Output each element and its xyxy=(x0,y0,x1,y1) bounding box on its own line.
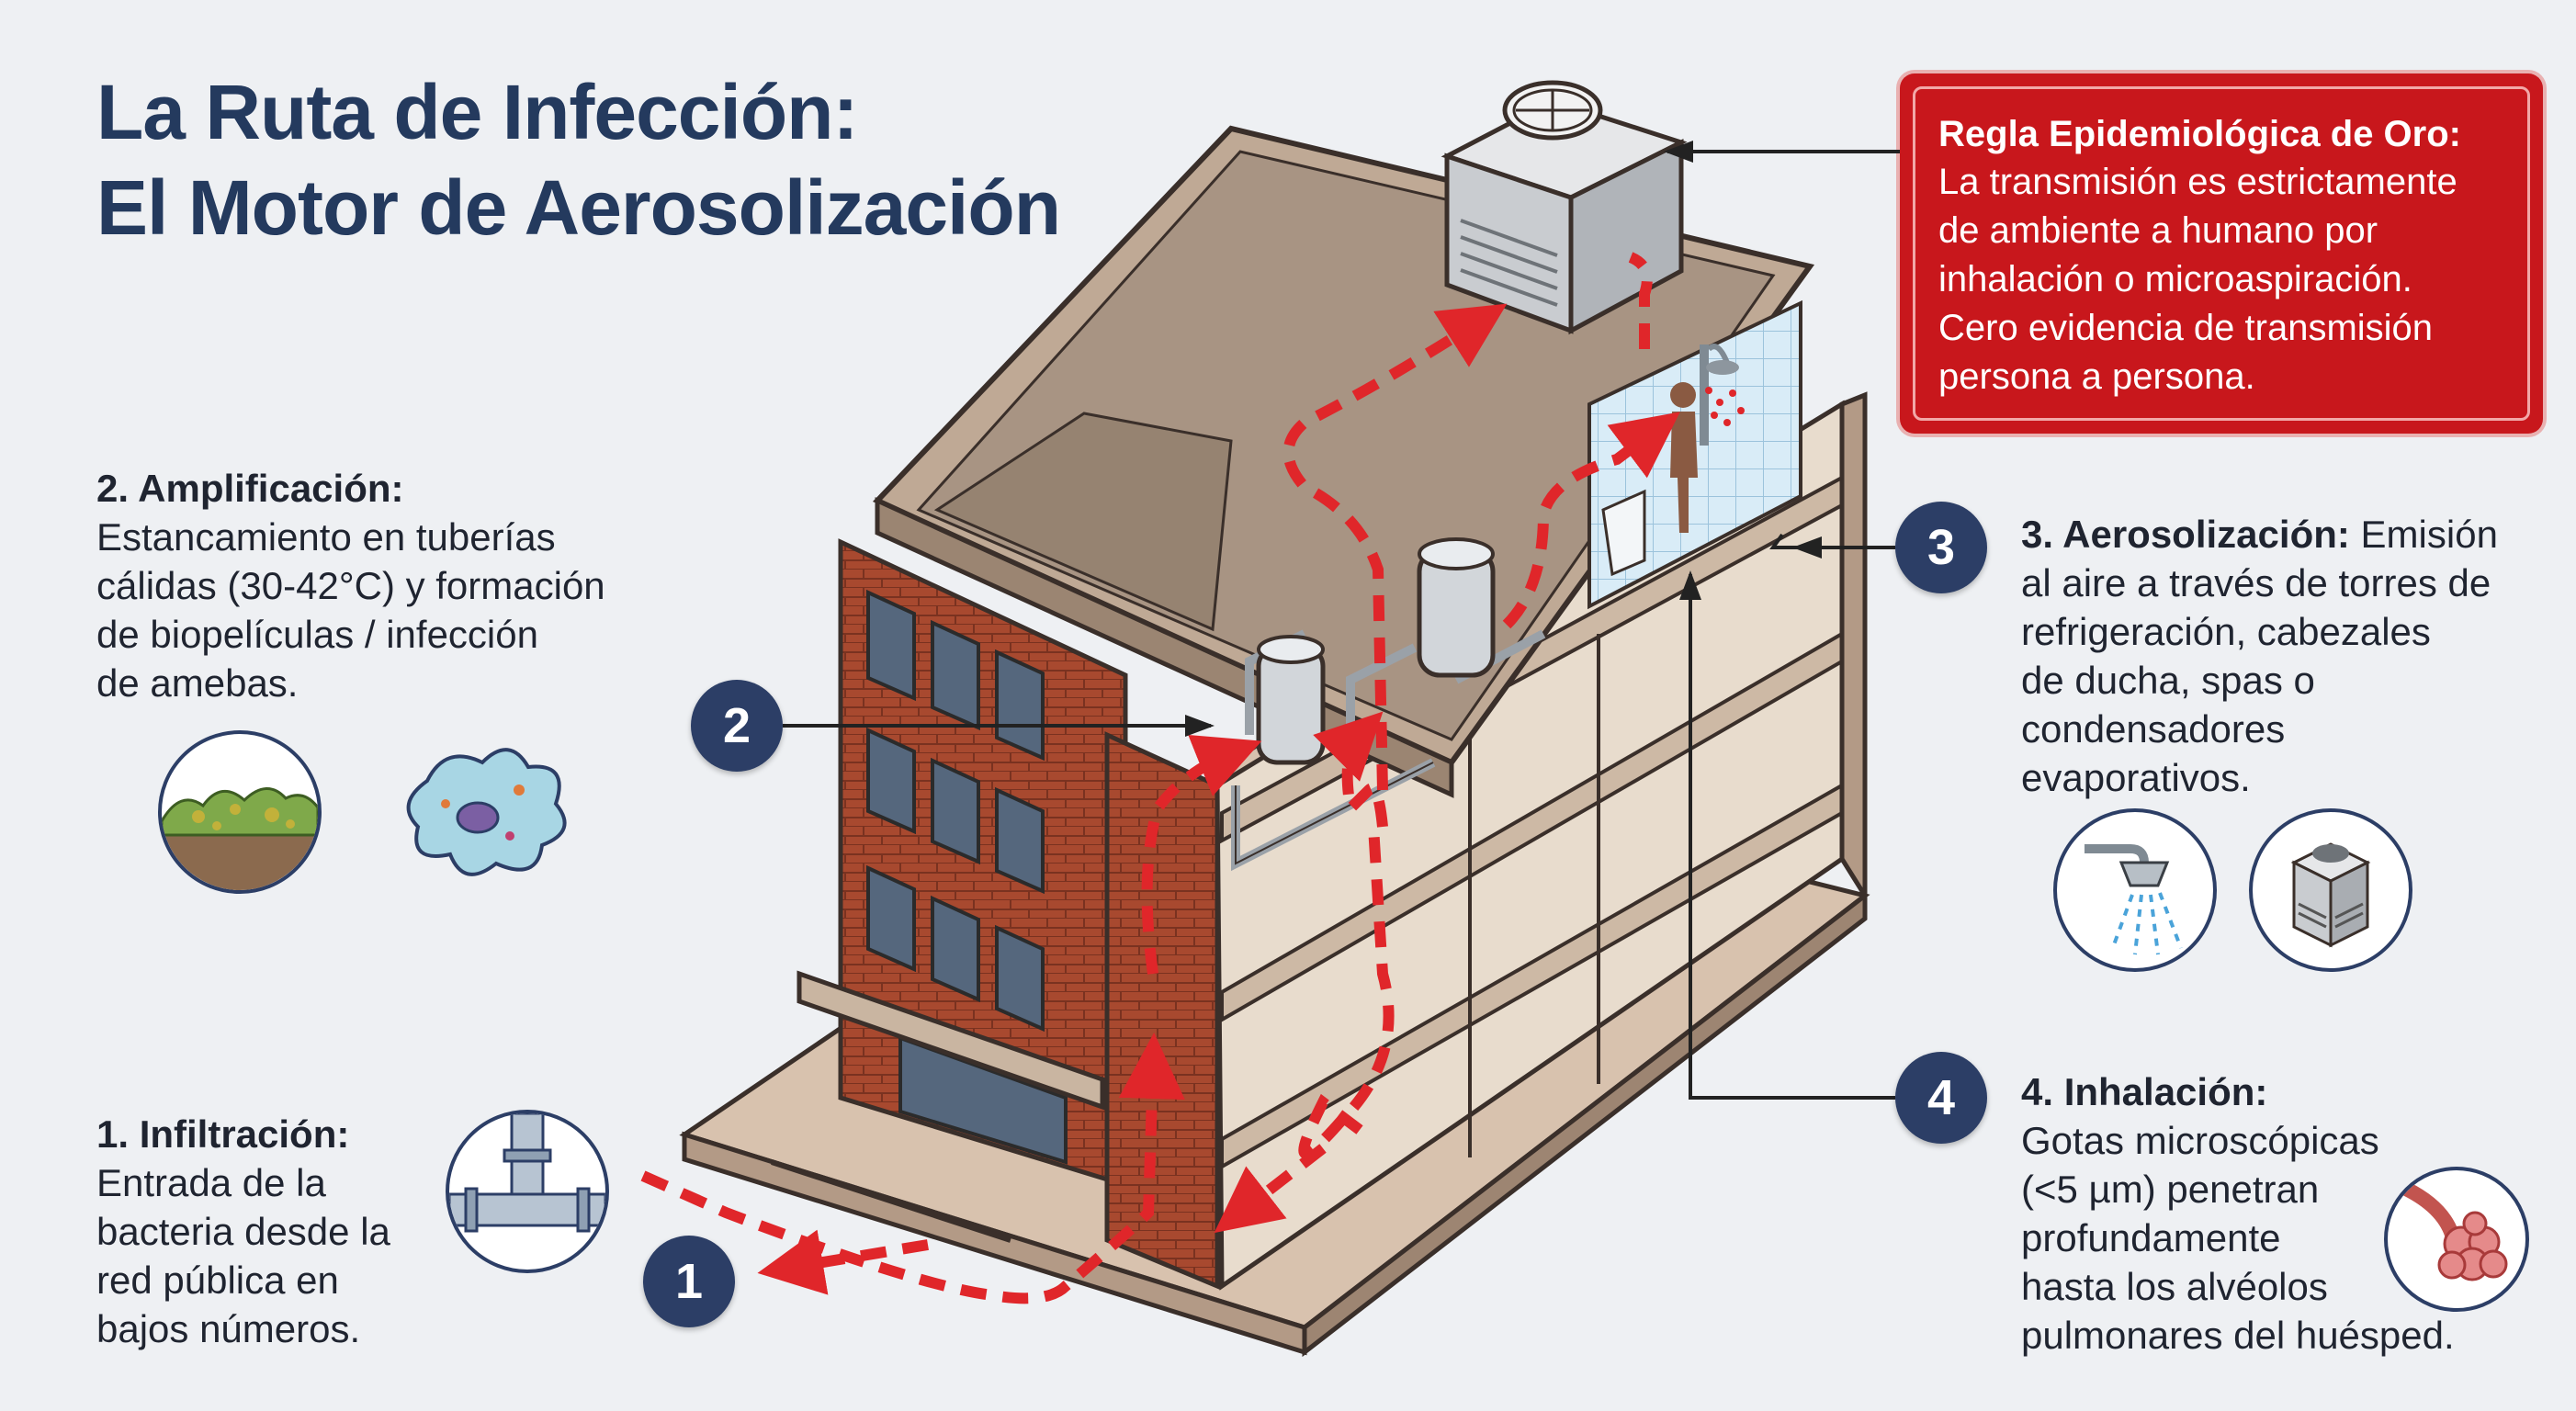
biofilm-icon xyxy=(158,730,322,894)
step-3-badge: 3 xyxy=(1895,502,1987,593)
amplification-line-3: de biopelículas / infección xyxy=(96,613,538,656)
infiltration-label: 1. Infiltración: Entrada de la bacteria … xyxy=(96,1110,482,1353)
page-title: La Ruta de Infección: El Motor de Aeroso… xyxy=(96,64,1061,255)
rule-line-4: Cero evidencia de transmisión xyxy=(1938,308,2434,348)
cooling-tower-icon xyxy=(2249,808,2412,972)
aerosolization-line-5: evaporativos. xyxy=(2021,756,2251,799)
aerosolization-label: 3. Aerosolización: Emisión al aire a tra… xyxy=(2021,510,2554,802)
alveoli-icon xyxy=(2384,1167,2529,1312)
amplification-line-4: de amebas. xyxy=(96,661,299,705)
inhalation-line-5: pulmonares del huésped. xyxy=(2021,1314,2455,1357)
amoeba-icon xyxy=(390,726,583,891)
step-1-badge: 1 xyxy=(643,1236,735,1327)
cooling-tower xyxy=(1441,80,1688,335)
infiltration-line-1: Entrada de la xyxy=(96,1161,326,1204)
leader-lines xyxy=(783,141,1900,1100)
rule-line-5: persona a persona. xyxy=(1938,356,2255,397)
step-4-badge: 4 xyxy=(1895,1052,1987,1144)
water-heaters xyxy=(1231,537,1546,872)
amplification-line-2: cálidas (30-42°C) y formación xyxy=(96,564,605,607)
title-line-1: La Ruta de Infección: xyxy=(96,69,858,155)
infection-pathway xyxy=(640,252,1680,1304)
aerosolization-line-4: condensadores xyxy=(2021,707,2286,751)
infiltration-line-3: red pública en xyxy=(96,1259,339,1302)
aerosolization-line-1: al aire a través de torres de xyxy=(2021,561,2491,604)
aerosolization-line-2: refrigeración, cabezales xyxy=(2021,610,2431,653)
shower-room xyxy=(1587,299,1802,610)
rule-heading: Regla Epidemiológica de Oro: xyxy=(1938,114,2461,154)
rule-line-3: inhalación o microaspiración. xyxy=(1938,259,2412,299)
aerosolization-heading: 3. Aerosolización: xyxy=(2021,513,2350,556)
inhalation-line-1: Gotas microscópicas xyxy=(2021,1119,2379,1162)
amplification-label: 2. Amplificación: Estancamiento en tuber… xyxy=(96,464,740,707)
amplification-heading: 2. Amplificación: xyxy=(96,467,404,510)
aerosolization-line-0: Emisión xyxy=(2349,513,2498,556)
inhalation-line-3: profundamente xyxy=(2021,1216,2281,1259)
amplification-line-1: Estancamiento en tuberías xyxy=(96,515,556,559)
shower-head-icon xyxy=(2053,808,2217,972)
rule-line-1: La transmisión es estrictamente xyxy=(1938,162,2457,202)
inhalation-line-4: hasta los alvéolos xyxy=(2021,1265,2328,1308)
title-line-2: El Motor de Aerosolización xyxy=(96,164,1061,251)
epidemiological-rule-box: Regla Epidemiológica de Oro: La transmis… xyxy=(1900,73,2543,434)
rule-line-2: de ambiente a humano por xyxy=(1938,210,2378,251)
infiltration-heading: 1. Infiltración: xyxy=(96,1112,350,1156)
inhalation-heading: 4. Inhalación: xyxy=(2021,1070,2268,1113)
inhalation-label: 4. Inhalación: Gotas microscópicas (<5 µ… xyxy=(2021,1067,2554,1360)
infiltration-line-4: bajos números. xyxy=(96,1307,361,1350)
pipe-junction-icon xyxy=(446,1110,609,1273)
aerosolization-line-3: de ducha, spas o xyxy=(2021,659,2315,702)
brick-facade xyxy=(797,538,1220,1290)
step-2-badge: 2 xyxy=(691,680,783,772)
inhalation-line-2: (<5 µm) penetran xyxy=(2021,1168,2320,1211)
infiltration-line-2: bacteria desde la xyxy=(96,1210,390,1253)
